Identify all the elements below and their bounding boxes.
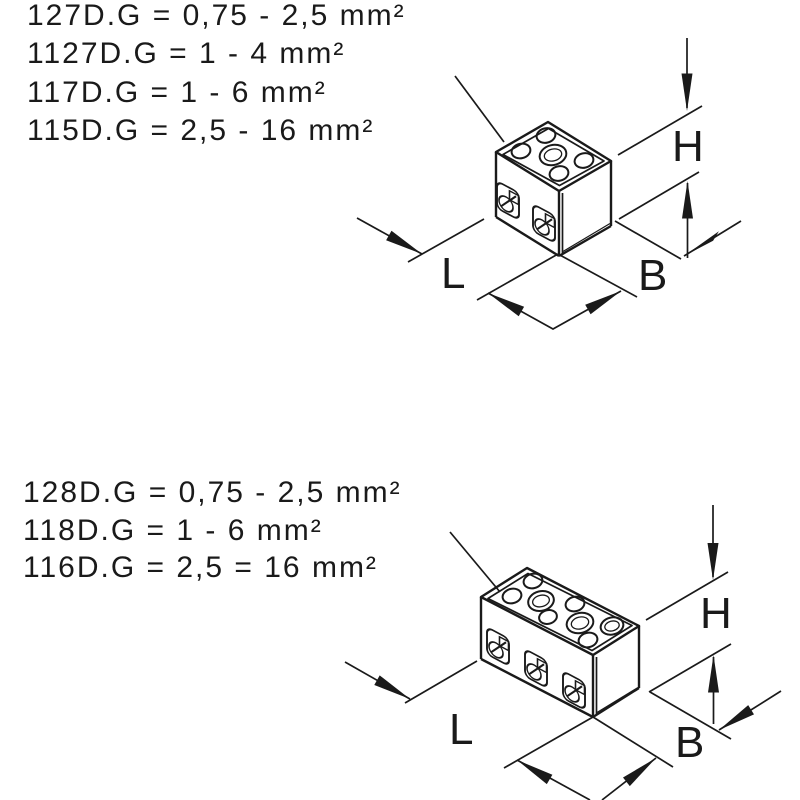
clamp-opening: [524, 648, 548, 689]
product-spec-line: 128D.G = 0,75 - 2,5 mm²: [23, 476, 402, 509]
dim-label-l: L: [441, 249, 465, 298]
terminal-block-3pole-diagram: H B L: [344, 505, 782, 800]
product-list-2pole: 127D.G = 0,75 - 2,5 mm² 1127D.G = 1 - 4 …: [27, 0, 406, 151]
terminal-block-3pole-drawing: [479, 566, 641, 719]
dimension-height: H: [617, 38, 704, 258]
product-spec-line: 118D.G = 1 - 6 mm²: [23, 513, 323, 547]
arrowhead-upleft: [488, 293, 525, 317]
arrowhead-up: [708, 655, 719, 693]
product-spec-line: 117D.G = 1 - 6 mm²: [27, 75, 327, 109]
dim-label-b: B: [638, 251, 667, 300]
arrowhead-down: [707, 543, 719, 580]
terminal-block-2pole-drawing: [494, 120, 613, 258]
clamp-opening: [532, 203, 556, 244]
arrowhead-downleft: [684, 231, 719, 256]
dimension-length: L: [356, 217, 622, 330]
dimension-width: B: [557, 220, 742, 315]
product-list-3pole: 128D.G = 0,75 - 2,5 mm² 118D.G = 1 - 6 m…: [23, 474, 402, 587]
arrowhead-down: [681, 73, 693, 111]
product-spec-line: 115D.G = 2,5 - 16 mm²: [27, 114, 375, 148]
dimension-width: B: [592, 690, 782, 800]
wire-holes-top-face: [510, 127, 595, 182]
dimension-length: L: [344, 660, 594, 800]
wire-holes-top-face: [501, 572, 625, 649]
leader-line: [454, 75, 505, 143]
terminal-block-2pole-diagram: H B L: [356, 38, 742, 330]
dim-label-b: B: [675, 718, 704, 767]
arrowhead-downright: [386, 230, 422, 254]
dim-label-h: H: [700, 589, 732, 638]
dimension-height: H: [645, 505, 732, 724]
arrowhead-downright: [374, 675, 410, 699]
leader-line: [449, 531, 501, 593]
dim-label-l: L: [449, 705, 473, 754]
dim-label-h: H: [672, 122, 704, 171]
product-spec-line: 1127D.G = 1 - 4 mm²: [27, 37, 346, 71]
arrowhead-downleft: [719, 705, 754, 730]
product-spec-line: 116D.G = 2,5 = 16 mm²: [23, 551, 378, 584]
clamp-opening: [486, 626, 510, 667]
arrowhead-up: [682, 181, 693, 219]
arrowhead-upright: [623, 758, 656, 787]
arrowhead-upleft: [517, 760, 553, 785]
clamp-opening: [496, 180, 520, 221]
product-spec-line: 127D.G = 0,75 - 2,5 mm²: [27, 0, 406, 32]
